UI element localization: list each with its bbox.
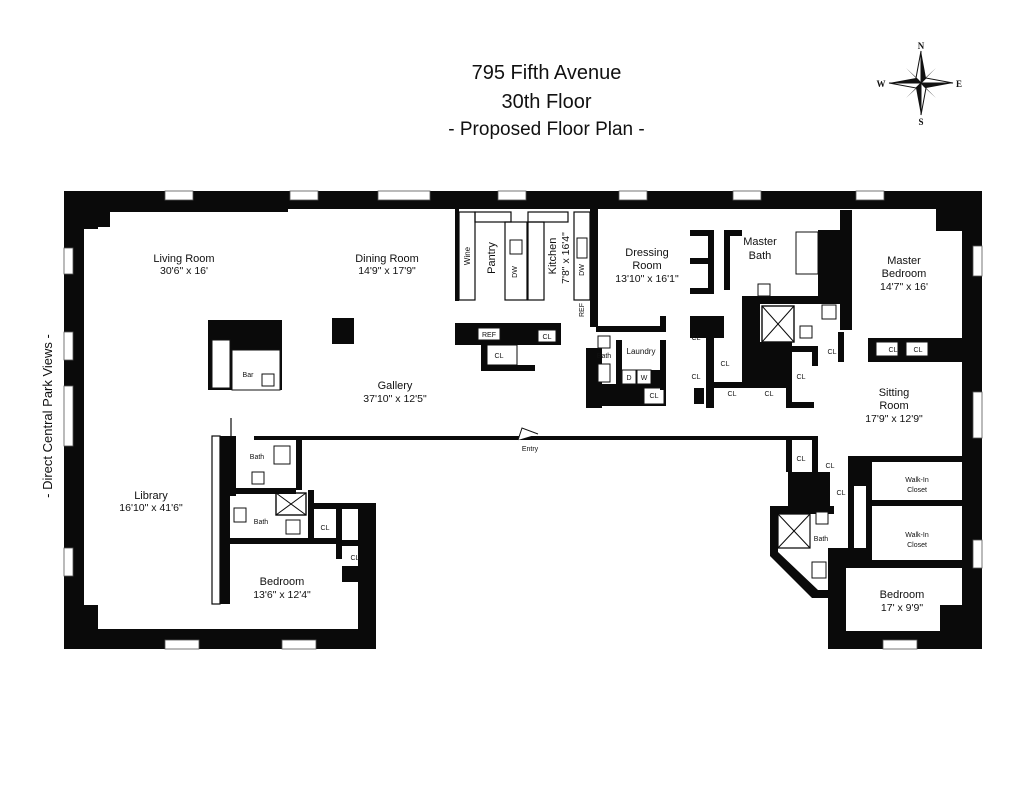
dressing-room-name-2: Room: [632, 260, 661, 272]
master-bedroom-dims: 14'7" x 16': [880, 281, 928, 293]
sitting-room-dims: 17'9" x 12'9": [865, 413, 923, 425]
master-bedroom-name-2: Bedroom: [882, 268, 927, 280]
bedroom-2-name: Bedroom: [880, 589, 925, 601]
kitchen-ref-label: REF: [579, 303, 586, 317]
entry-cl-label-2: CL: [826, 463, 835, 470]
bath-label-right: Bath: [814, 536, 829, 543]
kitchen-dims: 7'8" x 16'4": [560, 232, 572, 284]
walk-in-closet-1-name-1: Walk-In: [905, 477, 929, 484]
dressing-room-name-1: Dressing: [625, 247, 668, 259]
right-windows: [972, 245, 983, 569]
bedroom1-cl-label-2: CL: [351, 555, 360, 562]
gallery-name: Gallery: [378, 380, 413, 392]
compass-e: E: [956, 79, 962, 89]
bedroom1-cl-label-1: CL: [321, 525, 330, 532]
master-bedroom-name-1: Master: [887, 255, 921, 267]
bar-label: Bar: [243, 372, 255, 379]
bath-label-kitchen: Bath: [597, 353, 612, 360]
top-windows: [164, 190, 885, 201]
sitting-room-name-1: Sitting: [879, 387, 910, 399]
sitting-room-name-2: Room: [879, 400, 908, 412]
bath-label-top: Bath: [250, 454, 265, 461]
entry-cl-label-3: CL: [837, 490, 846, 497]
master-bath-name-1: Master: [743, 236, 777, 248]
master-cl-label-4: CL: [797, 374, 806, 381]
plan-address-title: 795 Fifth Avenue: [471, 62, 622, 84]
walk-in-closet-2-name-1: Walk-In: [905, 532, 929, 539]
entry-door[interactable]: [517, 427, 539, 441]
kitchen-dw-label: DW: [579, 264, 586, 276]
plan-subtitle: - Proposed Floor Plan -: [448, 119, 645, 140]
dressing-cl-label-1: CL: [692, 335, 701, 342]
kitchen-cl-label: CL: [543, 334, 552, 341]
library-name: Library: [134, 490, 168, 502]
dryer-label: D: [626, 375, 631, 382]
master-cl-label-5: CL: [828, 349, 837, 356]
bedroom-1-name: Bedroom: [260, 576, 305, 588]
room-labels: Living Room 30'6" x 16' Dining Room 14'9…: [119, 232, 929, 614]
compass-w: W: [877, 79, 886, 89]
master-cl-label-1: CL: [721, 361, 730, 368]
fixture-labels: REF CL CL Bath CL CL CL CL CL CL CL CL C…: [250, 332, 923, 562]
compass-rose-icon: N S W E: [877, 41, 963, 127]
compass-s: S: [918, 117, 923, 127]
bottom-windows: [164, 639, 918, 650]
bedroom-1-dims: 13'6" x 12'4": [253, 589, 311, 601]
laundry-cl-label: CL: [650, 393, 659, 400]
dining-room-name: Dining Room: [355, 253, 419, 265]
pantry-label: Pantry: [486, 242, 498, 274]
living-room-dims: 30'6" x 16': [160, 265, 208, 277]
entry-label: Entry: [522, 446, 539, 453]
laundry-label: Laundry: [627, 347, 656, 356]
bath-label-bedroom: Bath: [254, 519, 269, 526]
compass-n: N: [918, 41, 925, 51]
wine-label: Wine: [463, 246, 472, 265]
dressing-room-dims: 13'10" x 16'1": [615, 273, 679, 285]
washer-label: W: [641, 375, 648, 382]
kitchen-name: Kitchen: [547, 238, 559, 275]
sitting-cl-label-1: CL: [889, 347, 898, 354]
master-bath-name-2: Bath: [749, 250, 772, 262]
entry-cl-label-1: CL: [797, 456, 806, 463]
master-cl-label-3: CL: [765, 391, 774, 398]
side-note-park-views: - Direct Central Park Views -: [40, 334, 55, 498]
living-room-name: Living Room: [153, 253, 214, 265]
dining-room-dims: 14'9" x 17'9": [358, 265, 416, 277]
ref-label: REF: [482, 332, 496, 339]
gallery-dims: 37'10" x 12'5": [363, 393, 427, 405]
bedroom-2-dims: 17' x 9'9": [881, 602, 923, 614]
left-windows: [63, 247, 74, 577]
master-cl-label-2: CL: [728, 391, 737, 398]
plan-floor-title: 30th Floor: [501, 91, 592, 113]
pantry-dw-label: DW: [512, 266, 519, 278]
library-dims: 16'10" x 41'6": [119, 502, 183, 514]
interior-walls: [98, 203, 962, 605]
dressing-cl-label-2: CL: [692, 374, 701, 381]
walk-in-closet-2-name-2: Closet: [907, 542, 927, 549]
pantry-cl-label: CL: [495, 353, 504, 360]
walk-in-closet-1-name-2: Closet: [907, 487, 927, 494]
sitting-cl-label-2: CL: [914, 347, 923, 354]
